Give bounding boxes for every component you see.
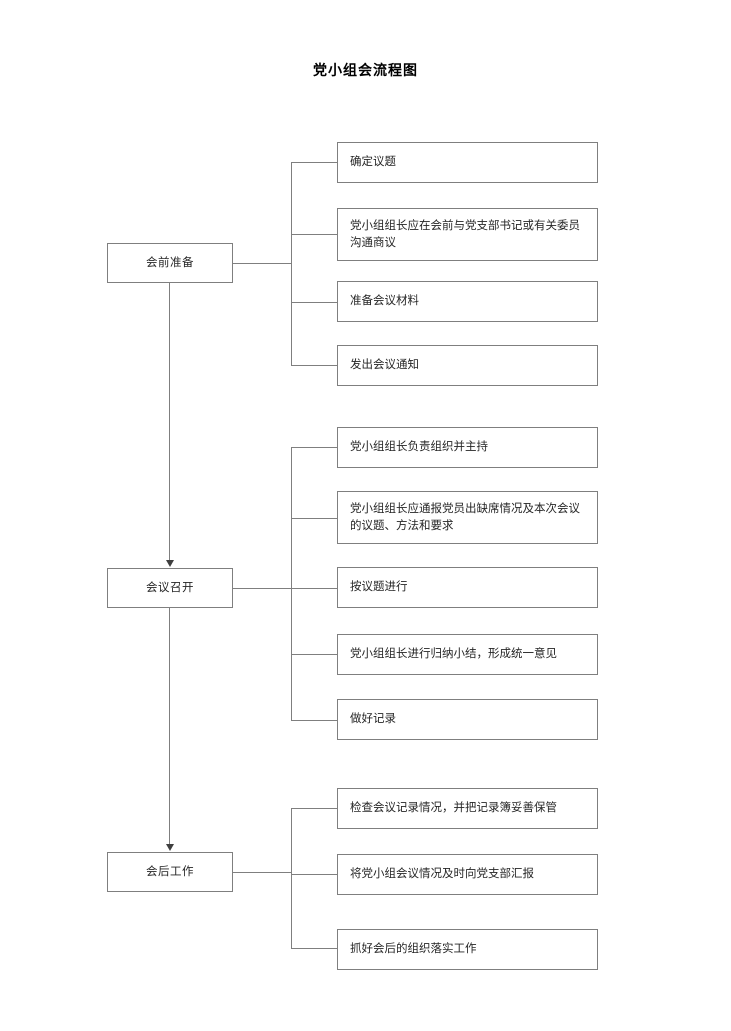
- connector-stage1-to-spine: [233, 263, 292, 264]
- connector-spine-1: [291, 162, 292, 365]
- task-box-1-1[interactable]: 确定议题: [337, 142, 598, 183]
- connector-branch-2-1: [291, 447, 337, 448]
- task-box-2-1[interactable]: 党小组组长负责组织并主持: [337, 427, 598, 468]
- connector-branch-2-3: [291, 588, 337, 589]
- connector-branch-1-1: [291, 162, 337, 163]
- connector-branch-2-2: [291, 518, 337, 519]
- connector-stage3-to-spine: [233, 872, 292, 873]
- task-box-2-4[interactable]: 党小组组长进行归纳小结，形成统一意见: [337, 634, 598, 675]
- task-box-1-2[interactable]: 党小组组长应在会前与党支部书记或有关委员沟通商议: [337, 208, 598, 261]
- task-box-1-4[interactable]: 发出会议通知: [337, 345, 598, 386]
- connector-branch-3-3: [291, 948, 337, 949]
- task-box-3-3[interactable]: 抓好会后的组织落实工作: [337, 929, 598, 970]
- task-box-3-1[interactable]: 检查会议记录情况，并把记录簿妥善保管: [337, 788, 598, 829]
- connector-branch-2-5: [291, 720, 337, 721]
- connector-branch-3-1: [291, 808, 337, 809]
- arrow-head-stage3: [166, 844, 174, 851]
- task-box-2-2[interactable]: 党小组组长应通报党员出缺席情况及本次会议的议题、方法和要求: [337, 491, 598, 544]
- task-box-2-5[interactable]: 做好记录: [337, 699, 598, 740]
- connector-branch-1-4: [291, 365, 337, 366]
- connector-branch-3-2: [291, 874, 337, 875]
- connector-spine-2: [291, 447, 292, 720]
- connector-stage2-to-stage3: [169, 608, 170, 845]
- connector-spine-3: [291, 808, 292, 948]
- connector-branch-2-4: [291, 654, 337, 655]
- task-box-1-3[interactable]: 准备会议材料: [337, 281, 598, 322]
- stage-box-pre-meeting[interactable]: 会前准备: [107, 243, 233, 283]
- task-box-3-2[interactable]: 将党小组会议情况及时向党支部汇报: [337, 854, 598, 895]
- stage-box-post-meeting[interactable]: 会后工作: [107, 852, 233, 892]
- stage-box-meeting[interactable]: 会议召开: [107, 568, 233, 608]
- connector-stage1-to-stage2: [169, 283, 170, 561]
- task-box-2-3[interactable]: 按议题进行: [337, 567, 598, 608]
- arrow-head-stage2: [166, 560, 174, 567]
- connector-stage2-to-spine: [233, 588, 292, 589]
- page-title: 党小组会流程图: [313, 64, 418, 79]
- connector-branch-1-2: [291, 234, 337, 235]
- connector-branch-1-3: [291, 302, 337, 303]
